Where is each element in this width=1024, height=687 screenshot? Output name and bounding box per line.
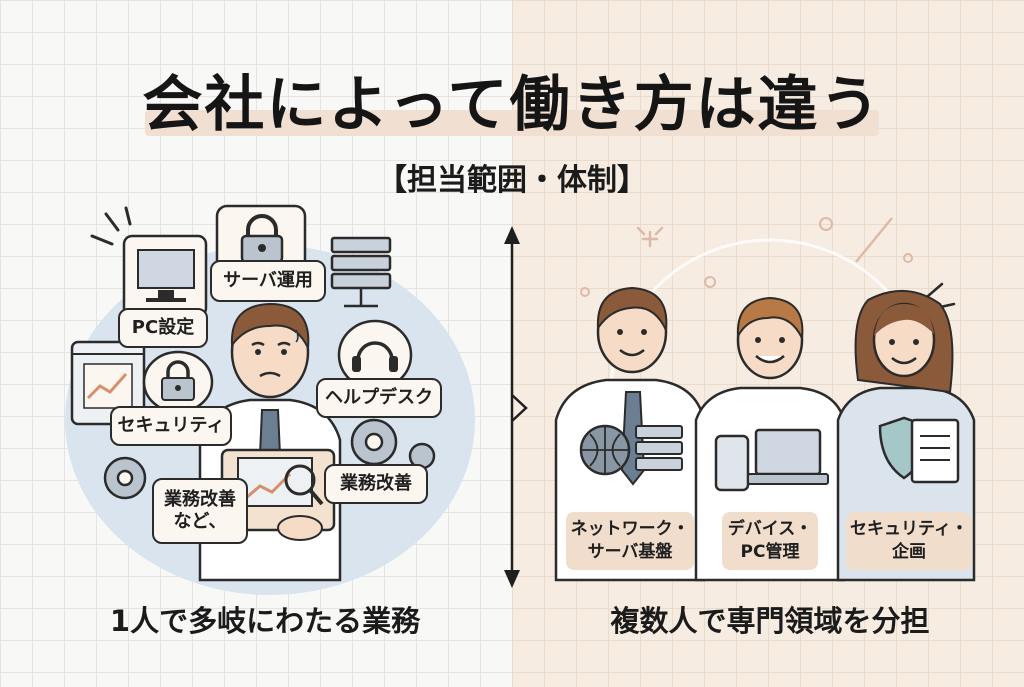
- bubble-helpdesk: ヘルプデスク: [316, 378, 442, 418]
- page-title: 会社によって働き方は違う: [142, 70, 882, 140]
- gear-icon: [103, 456, 147, 500]
- role-label-device: デバイス・ PC管理: [722, 512, 818, 570]
- server-rack-icon: [330, 236, 392, 308]
- bubble-security: セキュリティ: [110, 406, 232, 446]
- divider-arrow-icon: [504, 226, 528, 588]
- page-subtitle: 【担当範囲・体制】: [377, 163, 647, 198]
- security-lock-icon: [142, 350, 214, 414]
- left-caption: 1人で多岐にわたる業務: [109, 604, 421, 638]
- chart-window-icon: [70, 340, 146, 426]
- role-label-network: ネットワーク・ サーバ基盤: [566, 512, 694, 570]
- burst-lines-icon: [90, 206, 132, 246]
- monitor-icon: [122, 234, 208, 318]
- gear-icon-right: [350, 418, 436, 470]
- title-highlight: [145, 110, 879, 136]
- bubble-business-improvement: 業務改善: [324, 464, 428, 504]
- right-caption: 複数人で専門領域を分担: [610, 604, 930, 638]
- bubble-pc-setup: PC設定: [118, 308, 208, 348]
- role-label-security: セキュリティ・ 企画: [846, 512, 972, 570]
- bubble-server-ops: サーバ運用: [210, 260, 326, 302]
- bubble-business-improvement-etc: 業務改善 など、: [152, 478, 248, 544]
- sparkle-icon: [636, 226, 664, 248]
